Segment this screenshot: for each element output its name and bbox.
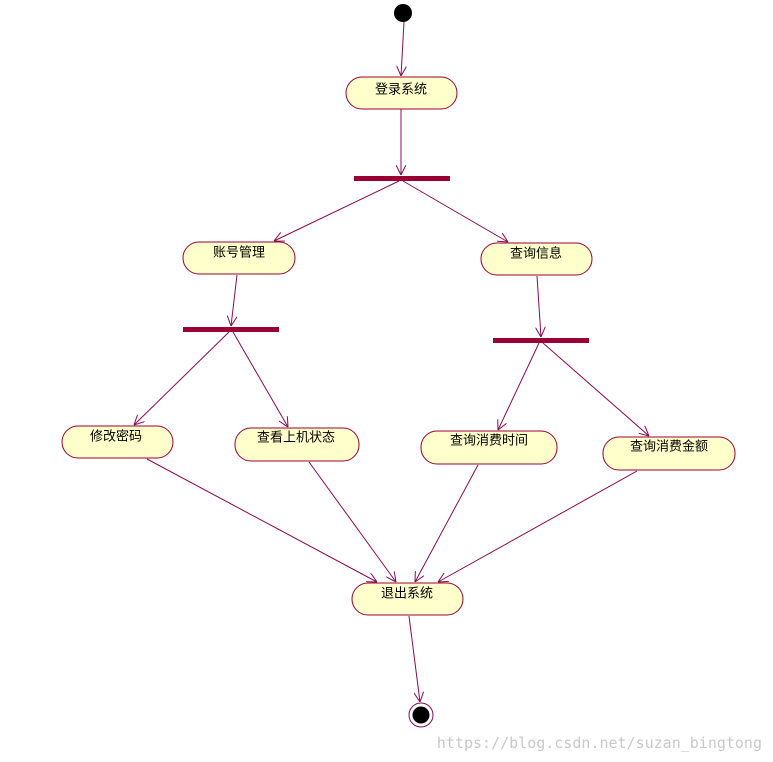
edge-account-to-fork-account [231,274,238,326]
edge-fork-main-to-query [402,180,508,242]
fork-bar-account [183,327,279,332]
edge-fork-account-to-change-pwd [134,331,230,425]
edge-query-amount-to-logout [438,470,638,582]
activity-change-password[interactable]: 修改密码 [61,425,174,459]
activity-login[interactable]: 登录系统 [345,76,458,110]
activity-view-status[interactable]: 查看上机状态 [234,427,360,462]
activity-logout[interactable]: 退出系统 [351,582,464,616]
edge-fork-account-to-view-status [232,331,288,427]
edge-fork-query-to-query-time [498,342,540,430]
edge-initial-to-login [401,21,404,76]
edges [134,21,649,702]
activity-account-management-label: 账号管理 [213,246,265,261]
activity-query-info[interactable]: 查询信息 [480,242,593,276]
activity-change-password-label: 修改密码 [90,429,142,445]
fork-bar-main [354,176,450,181]
edge-query-to-fork-query [537,275,541,337]
watermark-text: https://blog.csdn.net/suzan_bingtong [437,734,762,752]
activity-account-management[interactable]: 账号管理 [182,241,296,275]
activity-query-info-label: 查询信息 [510,246,562,262]
activity-login-label: 登录系统 [375,83,427,98]
fork-bar-query [493,338,589,343]
activity-query-time[interactable]: 查询消费时间 [420,430,558,465]
edge-logout-to-final [408,615,420,702]
edge-change-pwd-to-logout [146,458,377,582]
activity-view-status-label: 查看上机状态 [257,430,335,446]
activity-logout-label: 退出系统 [381,587,433,602]
edge-fork-main-to-account [274,180,400,241]
edge-query-time-to-logout [415,464,479,582]
activity-query-amount[interactable]: 查询消费金额 [602,436,736,471]
activity-query-amount-label: 查询消费金额 [630,439,708,455]
initial-node [394,4,412,22]
edge-view-status-to-logout [308,461,396,582]
final-node [408,702,434,728]
activity-query-time-label: 查询消费时间 [450,434,528,449]
edge-fork-query-to-query-amount [542,342,649,436]
